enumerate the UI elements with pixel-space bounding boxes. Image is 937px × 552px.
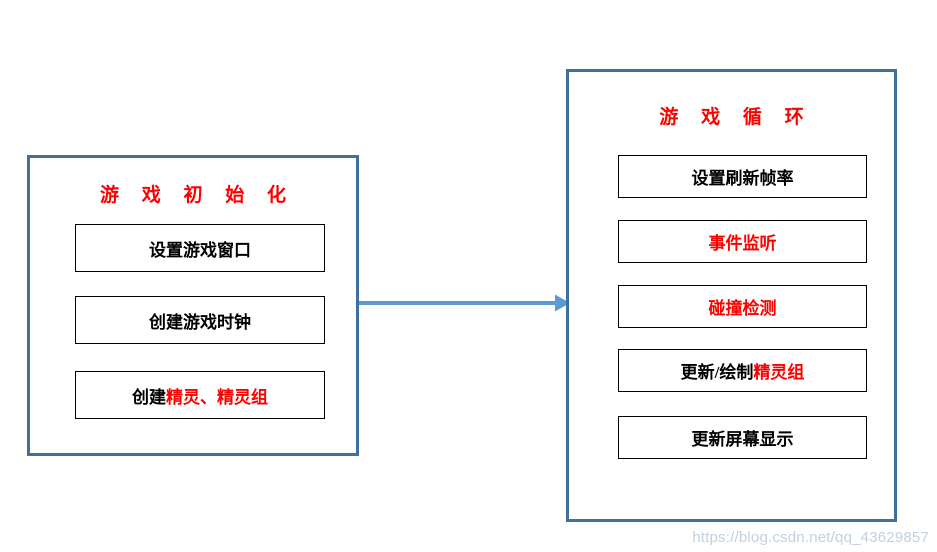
step-label-black: 更新屏幕显示 bbox=[691, 430, 794, 449]
step-box-create-sprites-and-groups: 创建精灵、精灵组 bbox=[75, 371, 325, 419]
step-box-collision-detection: 碰撞检测 bbox=[618, 285, 867, 328]
panel-title-game-initialization: 游 戏 初 始 化 bbox=[99, 185, 295, 206]
step-label-black: 创建游戏时钟 bbox=[149, 312, 251, 332]
step-label-black: 更新/绘制 bbox=[680, 363, 754, 382]
step-label-red: 碰撞检测 bbox=[708, 299, 777, 318]
panel-game-loop: 游 戏 循 环 设置刷新帧率 事件监听 碰撞检测 更新/绘制精灵组 更新屏幕显示 bbox=[566, 69, 897, 522]
step-label-red: 精灵、精灵组 bbox=[166, 387, 268, 407]
step-label-black: 设置刷新帧率 bbox=[691, 169, 794, 188]
watermark-url: https://blog.csdn.net/qq_43629857 bbox=[692, 529, 929, 546]
step-label-red: 事件监听 bbox=[708, 234, 777, 253]
panel-title-game-loop: 游 戏 循 环 bbox=[659, 107, 813, 128]
step-box-update-screen-display: 更新屏幕显示 bbox=[618, 416, 867, 459]
step-label-black: 设置游戏窗口 bbox=[149, 240, 251, 260]
step-box-setup-game-window: 设置游戏窗口 bbox=[75, 224, 325, 272]
panel-game-initialization: 游 戏 初 始 化 设置游戏窗口 创建游戏时钟 创建精灵、精灵组 bbox=[27, 155, 359, 456]
arrow-init-to-loop bbox=[359, 294, 570, 312]
step-box-update-draw-sprite-group: 更新/绘制精灵组 bbox=[618, 349, 867, 392]
step-box-event-listening: 事件监听 bbox=[618, 220, 867, 263]
step-label-black: 创建 bbox=[132, 387, 166, 407]
step-box-set-refresh-rate: 设置刷新帧率 bbox=[618, 155, 867, 198]
step-label-red: 精灵组 bbox=[753, 363, 805, 382]
step-box-create-game-clock: 创建游戏时钟 bbox=[75, 296, 325, 344]
